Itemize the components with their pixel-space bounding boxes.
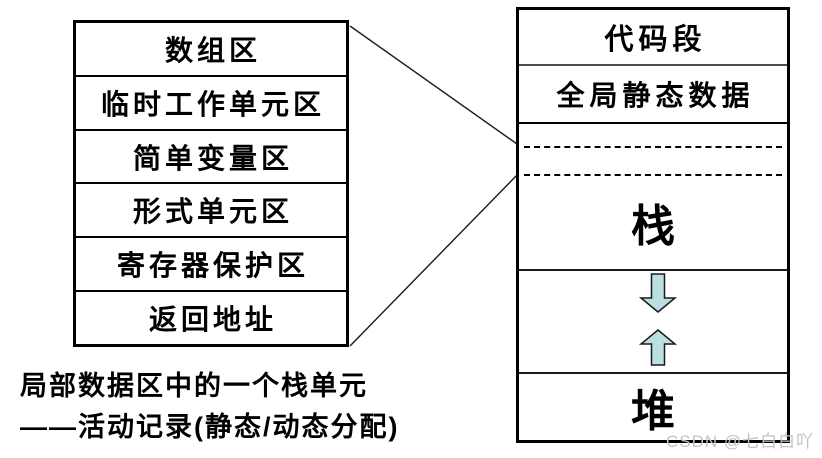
section-heap: 堆 [631, 387, 680, 436]
stack-label: 栈 [631, 201, 680, 251]
section-global-static-data: 全局静态数据 [519, 66, 787, 124]
section-stack: 栈 [519, 124, 787, 271]
caption-line-2: ——活动记录(静态/动态分配) [20, 412, 400, 442]
heap-grows-up-arrow-icon [638, 329, 678, 366]
activation-record-table: 数组区 临时工作单元区 简单变量区 形式单元区 寄存器保护区 返回地址 [73, 20, 349, 347]
table-row-return-address: 返回地址 [148, 304, 277, 336]
csdn-watermark: CSDN @七白白吖 [666, 432, 815, 451]
growth-arrows-graphic [638, 273, 678, 366]
table-row-formal-units: 形式单元区 [76, 184, 346, 239]
section-code-segment: 代码段 [519, 10, 787, 66]
stack-grows-down-arrow-icon [638, 273, 678, 313]
figure-caption: 局部数据区中的一个栈单元 ——活动记录(静态/动态分配) [20, 366, 490, 448]
connector-line-top [349, 25, 518, 145]
table-row-simple-variables: 简单变量区 [76, 131, 346, 185]
table-row-register-save-area: 寄存器保护区 [76, 238, 346, 293]
caption-line-1: 局部数据区中的一个栈单元 [20, 371, 368, 401]
stack-slice-dashed-line-bottom [524, 174, 782, 176]
table-row-array-area: 数组区 [76, 23, 346, 77]
stack-slice-dashed-line-top [524, 146, 782, 148]
section-growth-arrows [519, 271, 787, 374]
table-row-temp-work-units: 临时工作单元区 [76, 77, 346, 131]
connector-line-bottom [349, 174, 518, 347]
memory-layout-box: 代码段 全局静态数据 栈 堆 [516, 7, 790, 443]
